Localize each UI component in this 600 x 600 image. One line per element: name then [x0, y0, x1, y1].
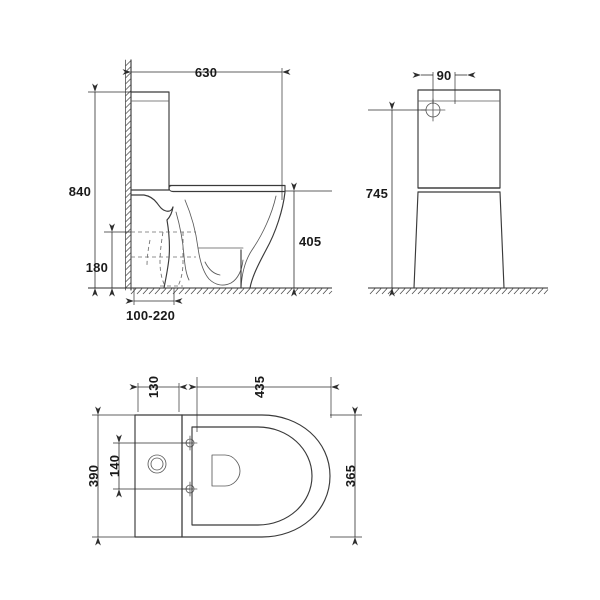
wall-hatched	[125, 59, 132, 291]
dimension-365: 365	[330, 406, 362, 546]
side-elevation-view: 630 840 180 405 100-220	[69, 59, 333, 323]
front-elevation-view: 90 745	[366, 68, 549, 297]
dim-label-745: 745	[366, 186, 388, 201]
dim-label-100-220: 100-220	[126, 308, 175, 323]
ground-hatch-side	[130, 288, 333, 295]
dim-label-435: 435	[252, 376, 267, 398]
dim-label-840: 840	[69, 184, 91, 199]
ground-line-side	[88, 287, 333, 295]
flush-button-plan[interactable]	[147, 454, 167, 474]
dim-label-365: 365	[343, 465, 358, 487]
dimension-435: 435	[188, 376, 340, 432]
dimension-130: 130	[129, 376, 188, 412]
ground-line-front	[368, 287, 549, 295]
dimension-745: 745	[366, 101, 426, 297]
dim-label-130: 130	[146, 376, 161, 398]
cistern-front-profile	[417, 89, 501, 193]
dim-label-630: 630	[195, 65, 217, 80]
toilet-bowl-plan-rim	[191, 426, 313, 526]
toilet-bowl-side-profile	[130, 191, 286, 289]
dim-label-405: 405	[299, 234, 321, 249]
toilet-pedestal-front	[413, 191, 505, 289]
wall-hatch-lines	[125, 60, 132, 289]
dim-label-390: 390	[86, 465, 101, 487]
dimension-405: 405	[285, 182, 332, 297]
dimension-630: 630	[122, 65, 291, 200]
dim-label-140: 140	[107, 455, 122, 477]
dimension-140: 140	[107, 434, 190, 498]
bowl-inlet-detail-plan	[211, 454, 241, 487]
dim-label-90: 90	[437, 68, 452, 83]
ground-hatch-front	[369, 288, 549, 295]
dimension-180: 180	[86, 223, 131, 297]
cistern-plan-profile	[134, 414, 183, 538]
dimension-390: 390	[86, 406, 135, 546]
toilet-bowl-plan-outer	[181, 414, 331, 538]
dimension-90: 90	[412, 68, 476, 104]
dimension-840: 840	[69, 83, 131, 297]
dim-label-180: 180	[86, 260, 108, 275]
dimension-100-220: 100-220	[125, 288, 183, 323]
cistern-side-profile	[130, 91, 170, 191]
hidden-outlet-lines	[130, 223, 196, 289]
toilet-seat-lid-side	[168, 184, 286, 193]
plan-view: 130 435 390 140 365	[86, 376, 362, 546]
